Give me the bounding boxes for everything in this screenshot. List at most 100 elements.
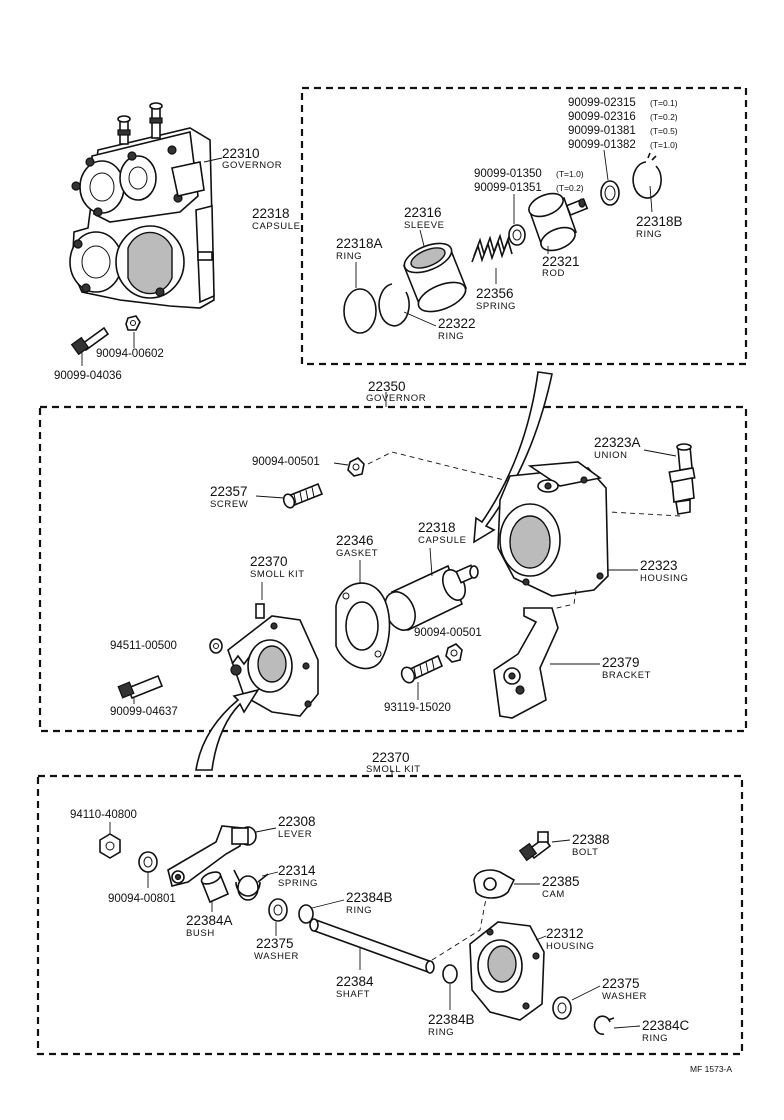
snap-ring-22318b-drawing xyxy=(632,152,662,199)
screw-93119-15020-drawing xyxy=(400,654,444,684)
label-22318-mid-name: CAPSULE xyxy=(418,535,467,546)
partno-90094-00501-top: 90094-00501 xyxy=(252,456,320,468)
label-22308-name: LEVER xyxy=(278,829,312,840)
label-22310-num: 22310 xyxy=(222,146,260,161)
smoll-kit-22370-drawing xyxy=(227,603,319,717)
label-22323a-num: 22323A xyxy=(594,435,641,450)
label-22384a-name: BUSH xyxy=(186,928,215,939)
ring-22322-drawing xyxy=(378,283,410,327)
bolt-90099-04036-drawing xyxy=(70,326,110,356)
label-22388-num: 22388 xyxy=(572,832,610,847)
label-22312-name: HOUSING xyxy=(546,941,595,952)
label-22323-name: HOUSING xyxy=(640,573,689,584)
bracket-22379-drawing xyxy=(493,607,559,719)
label-22384b-a-num: 22384B xyxy=(346,890,393,905)
shim-thickness-4: (T=1.0) xyxy=(650,140,678,150)
thickness-01350: (T=1.0) xyxy=(556,169,584,179)
label-22308-num: 22308 xyxy=(278,814,316,829)
washer-94511-00500-drawing xyxy=(209,638,223,654)
capsule-22318-drawing xyxy=(384,564,479,632)
label-22384c-num: 22384C xyxy=(642,1018,690,1033)
shim-thickness-1: (T=0.1) xyxy=(650,98,678,108)
label-22346-name: GASKET xyxy=(336,548,378,559)
cam-22385-drawing xyxy=(473,869,516,899)
label-22370-b-name: SMOLL KIT xyxy=(366,764,421,775)
smoll-kit-frame xyxy=(36,774,744,1056)
shim-partno-4: 90099-01382 xyxy=(568,139,636,151)
screw-22357-drawing xyxy=(282,482,324,509)
label-22375-a-name: WASHER xyxy=(254,951,299,962)
label-22318b-name: RING xyxy=(636,229,662,240)
label-22384c-name: RING xyxy=(642,1033,668,1044)
lever-22308-drawing xyxy=(167,825,257,887)
diagram-reference-code: MF 1573-A xyxy=(690,1064,732,1074)
spring-22356-drawing xyxy=(471,233,513,263)
label-22322-name: RING xyxy=(438,331,464,342)
partno-90094-00501-lower: 90094-00501 xyxy=(414,627,482,639)
bolt-90099-04637-drawing xyxy=(117,674,164,700)
shaft-22384-drawing xyxy=(309,918,435,974)
partno-94110-40800: 94110-40800 xyxy=(70,809,137,821)
housing-22323-drawing xyxy=(497,461,609,597)
shim-thickness-2: (T=0.2) xyxy=(650,112,678,122)
label-22316-name: SLEEVE xyxy=(404,220,445,231)
sleeve-22316-drawing xyxy=(402,242,468,313)
label-22356-name: SPRING xyxy=(476,301,516,312)
label-22384b-b-num: 22384B xyxy=(428,1012,475,1027)
label-22310-name: GOVERNOR xyxy=(222,160,282,171)
label-22322-num: 22322 xyxy=(438,316,476,331)
nut-94110-40800-drawing xyxy=(99,833,121,859)
bolt-22388-drawing xyxy=(518,831,552,862)
shim-partno-3: 90099-01381 xyxy=(568,125,636,137)
label-22318a-name: RING xyxy=(336,251,362,262)
spring-22314-drawing xyxy=(233,869,269,901)
label-22318a-num: 22318A xyxy=(336,236,383,251)
thickness-01351: (T=0.2) xyxy=(556,183,584,193)
label-22385-num: 22385 xyxy=(542,874,580,889)
union-22323a-drawing xyxy=(668,443,696,515)
label-22370-b-num: 22370 xyxy=(372,750,410,765)
label-22384b-b-name: RING xyxy=(428,1027,454,1038)
label-22375-b-num: 22375 xyxy=(602,976,640,991)
nut-90094-00602-drawing xyxy=(125,315,141,331)
partno-90094-00602: 90094-00602 xyxy=(96,348,164,360)
housing-22312-drawing xyxy=(469,921,545,1021)
label-22357-num: 22357 xyxy=(210,484,248,499)
partno-94511-00500: 94511-00500 xyxy=(110,640,177,652)
nut-90094-00501-lower-drawing xyxy=(445,643,463,663)
label-22375-a-num: 22375 xyxy=(256,936,294,951)
label-22384b-a-name: RING xyxy=(346,905,372,916)
label-22312-num: 22312 xyxy=(546,926,584,941)
label-22370-a-num: 22370 xyxy=(250,554,288,569)
label-22384-num: 22384 xyxy=(336,974,374,989)
nut-90094-00501-top-drawing xyxy=(347,457,365,477)
label-22357-name: SCREW xyxy=(210,499,248,510)
shim-partno-1: 90099-02315 xyxy=(568,97,636,109)
label-22314-num: 22314 xyxy=(278,863,316,878)
label-22379-name: BRACKET xyxy=(602,670,651,681)
washer-22375-a-drawing xyxy=(268,898,288,922)
label-22323-num: 22323 xyxy=(640,558,678,573)
gasket-22346-drawing xyxy=(335,582,391,670)
partno-90099-04036: 90099-04036 xyxy=(54,370,122,382)
label-22375-b-name: WASHER xyxy=(602,991,647,1002)
washer-90094-00801-drawing xyxy=(138,851,158,873)
label-22379-num: 22379 xyxy=(602,655,640,670)
partno-90094-00801: 90094-00801 xyxy=(108,893,176,905)
snap-ring-22384c-drawing xyxy=(593,1015,615,1035)
label-22384-name: SHAFT xyxy=(336,989,370,1000)
label-22356-num: 22356 xyxy=(476,286,514,301)
label-22316-num: 22316 xyxy=(404,205,442,220)
shim-partno-2: 90099-02316 xyxy=(568,111,636,123)
label-22346-num: 22346 xyxy=(336,533,374,548)
partno-90099-04637: 90099-04637 xyxy=(110,706,178,718)
label-22318-capsule-name: CAPSULE xyxy=(252,221,301,232)
shim-thickness-3: (T=0.5) xyxy=(650,126,678,136)
arrow-capsule-to-housing xyxy=(473,371,553,544)
ring-22318a-drawing xyxy=(343,288,377,334)
label-22318-mid-num: 22318 xyxy=(418,520,456,535)
governor-assembly-frame xyxy=(38,405,748,733)
label-22350-num: 22350 xyxy=(368,379,406,394)
